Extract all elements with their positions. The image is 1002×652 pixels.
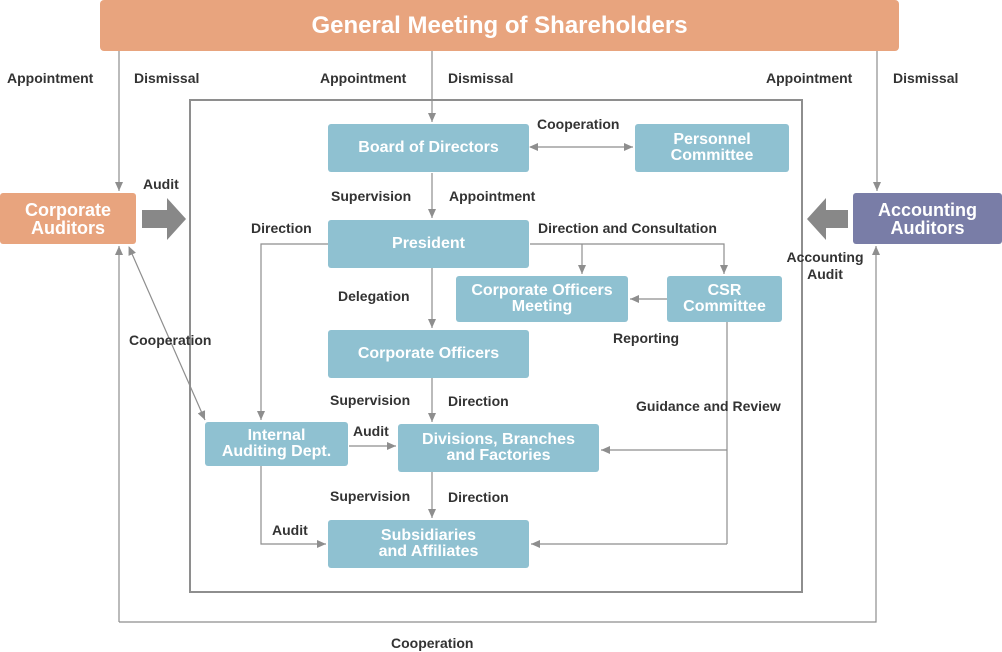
label-supervision-officers: Supervision [330,392,411,408]
label-appointment-president: Appointment [449,188,536,204]
audit-arrow-right [142,198,186,240]
label-audit-divisions: Audit [353,423,389,439]
corporate-officers-meeting-box: Corporate Officers Meeting [456,276,628,322]
accounting-auditors-box: Accounting Auditors [853,193,1002,244]
president-box: President [328,220,529,268]
label-direction-divisions: Direction [448,489,509,505]
board-of-directors-box: Board of Directors [328,124,529,172]
csr-committee-box: CSR Committee [667,276,782,322]
label-cooperation-auditors: Cooperation [129,332,212,348]
label-appointment-right: Appointment [766,70,853,86]
label-dismissal-center: Dismissal [448,70,514,86]
label-supervision-board: Supervision [331,188,412,204]
label-direction-officers: Direction [448,393,509,409]
label-audit-subsidiaries: Audit [272,522,308,538]
personnel-committee-box: Personnel Committee [635,124,789,172]
line-internal-audit-subsidiaries [260,466,326,548]
company-frame [189,99,803,593]
line-president-internal-audit [257,243,328,420]
subsidiaries-box: Subsidiaries and Affiliates [328,520,529,568]
label-reporting: Reporting [613,330,680,346]
label-dismissal-left: Dismissal [134,70,200,86]
label-cooperation-bottom: Cooperation [391,635,474,651]
label-guidance-review: Guidance and Review [636,398,781,414]
label-audit-corporate: Audit [143,176,179,192]
shareholders-box: General Meeting of Shareholders [100,0,899,51]
internal-auditing-box: Internal Auditing Dept. [205,422,348,466]
label-appointment-center: Appointment [320,70,407,86]
line-president-csr [530,243,728,274]
divisions-box: Divisions, Branches and Factories [398,424,599,472]
corporate-auditors-box: Corporate Auditors [0,193,136,244]
label-supervision-divisions: Supervision [330,488,411,504]
line-bottom-cooperation-right [119,246,880,623]
label-dismissal-right: Dismissal [893,70,959,86]
line-auditors-internal-audit [128,246,206,421]
audit-arrow-left [807,198,848,240]
label-direction-consultation: Direction and Consultation [538,220,717,236]
label-accounting-audit: Accounting Audit [786,249,864,282]
label-direction-internal: Direction [251,220,312,236]
label-cooperation-board: Cooperation [537,116,620,132]
corporate-officers-box: Corporate Officers [328,330,529,378]
label-delegation: Delegation [338,288,410,304]
label-appointment-left: Appointment [7,70,94,86]
